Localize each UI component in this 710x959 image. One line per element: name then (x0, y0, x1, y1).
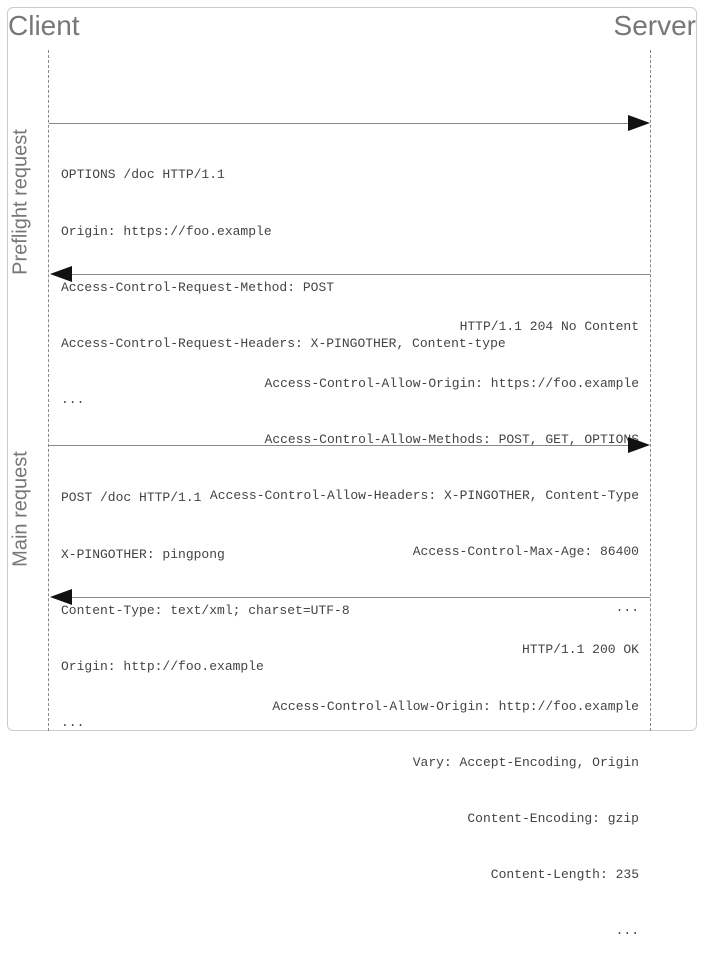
message-line: HTTP/1.1 200 OK (521, 642, 639, 658)
main-phase-label: Main request (9, 451, 32, 567)
message-line: X-PINGOTHER: pingpong (61, 546, 225, 562)
main-request-arrow (49, 445, 629, 446)
preflight-response-message: HTTP/1.1 204 No Content Access-Control-A… (210, 281, 639, 636)
main-request-message: POST /doc HTTP/1.1 X-PINGOTHER: pingpong… (61, 452, 350, 751)
message-line: Origin: https://foo.example (61, 223, 272, 239)
client-title: Client (8, 10, 80, 41)
message-line: Access-Control-Max-Age: 86400 (412, 543, 639, 559)
preflight-phase-label: Preflight request (9, 129, 32, 275)
message-line: Content-Encoding: gzip (467, 810, 639, 826)
arrowhead-left-icon (50, 589, 72, 605)
arrowhead-right-icon (628, 437, 650, 453)
message-line: ... (615, 922, 639, 938)
preflight-response-arrow (70, 274, 650, 275)
diagram-frame (7, 7, 697, 731)
message-line: Access-Control-Allow-Headers: X-PINGOTHE… (209, 487, 639, 503)
message-line: Access-Control-Allow-Methods: POST, GET,… (264, 431, 639, 447)
message-line: Access-Control-Allow-Origin: https://foo… (264, 375, 639, 391)
message-line: ... (615, 599, 639, 615)
client-lifeline (48, 50, 49, 731)
preflight-request-arrow (49, 123, 629, 124)
main-response-message: HTTP/1.1 200 OK Access-Control-Allow-Ori… (272, 604, 639, 959)
message-line: POST /doc HTTP/1.1 (61, 490, 202, 506)
main-response-arrow (70, 597, 650, 598)
message-line: ... (61, 391, 85, 407)
message-line: ... (61, 714, 85, 730)
message-line: Origin: http://foo.example (61, 658, 264, 674)
message-line: Content-Length: 235 (490, 866, 639, 882)
preflight-request-message: OPTIONS /doc HTTP/1.1 Origin: https://fo… (61, 129, 506, 428)
message-line: OPTIONS /doc HTTP/1.1 (61, 167, 225, 183)
server-lifeline (650, 50, 651, 731)
message-line: Content-Type: text/xml; charset=UTF-8 (61, 602, 350, 618)
server-title: Server (613, 10, 696, 41)
message-line: HTTP/1.1 204 No Content (459, 319, 639, 335)
message-line: Access-Control-Request-Headers: X-PINGOT… (61, 335, 506, 351)
message-line: Vary: Accept-Encoding, Origin (412, 754, 639, 770)
message-line: Access-Control-Request-Method: POST (61, 279, 335, 295)
arrowhead-right-icon (628, 115, 650, 131)
arrowhead-left-icon (50, 266, 72, 282)
message-line: Access-Control-Allow-Origin: http://foo.… (272, 698, 639, 714)
